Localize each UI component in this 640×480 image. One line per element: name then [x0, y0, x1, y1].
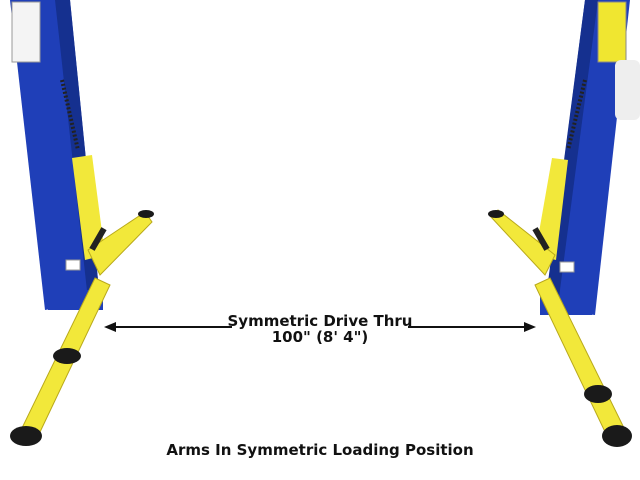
image-caption: Arms In Symmetric Loading Position [166, 441, 474, 459]
drive-thru-measurement: 100" (8' 4") [271, 328, 369, 346]
dimension-arrow [104, 322, 536, 332]
left-lift-arms [10, 210, 154, 446]
drive-thru-label: Symmetric Drive Thru [227, 312, 413, 330]
right-post [535, 0, 640, 315]
right-lift-arms [488, 209, 632, 447]
left-post [10, 0, 105, 310]
